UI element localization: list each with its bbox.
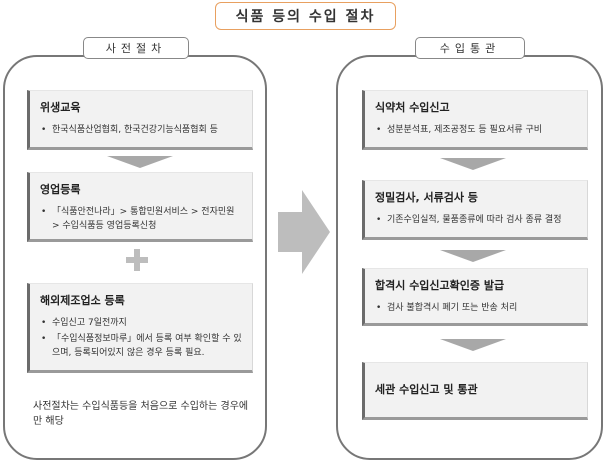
box-title: 해외제조업소 등록 xyxy=(40,294,125,307)
inspection-box: 정밀검사, 서류검사 등 기존수입실적, 물품종류에 따라 검사 종류 결정 xyxy=(362,180,588,240)
hygiene-education-box: 위생교육 한국식품산업협회, 한국건강기능식품협회 등 xyxy=(27,90,253,150)
box-title: 영업등록 xyxy=(40,183,81,196)
box-title: 식약처 수입신고 xyxy=(375,101,450,114)
box-title: 정밀검사, 서류검사 등 xyxy=(375,191,478,204)
box-bullet: 성분분석표, 제조공정도 등 필요서류 구비 xyxy=(375,123,577,137)
pre-procedure-note: 사전절차는 수입식품등을 처음으로 수입하는 경우에만 해당 xyxy=(33,401,249,427)
box-title: 위생교육 xyxy=(40,101,81,114)
box-bullet: 기존수입실적, 물품종류에 따라 검사 종류 결정 xyxy=(375,213,577,227)
page-title: 식품 등의 수입 절차 xyxy=(215,2,396,30)
down-arrow-icon xyxy=(107,156,173,168)
customs-clearance-box: 세관 수입신고 및 통관 xyxy=(362,362,588,420)
box-bullet: 수입신고 7일전까지 xyxy=(40,316,242,330)
down-arrow-icon xyxy=(440,158,506,170)
right-arrow-icon xyxy=(278,190,330,274)
box-title: 합격시 수입신고확인증 발급 xyxy=(375,279,505,292)
down-arrow-icon xyxy=(440,250,506,262)
box-title: 세관 수입신고 및 통관 xyxy=(375,383,478,396)
import-clearance-label: 수입통관 xyxy=(415,37,525,59)
import-declaration-box: 식약처 수입신고 성분분석표, 제조공정도 등 필요서류 구비 xyxy=(362,90,588,150)
box-bullet: 「식품안전나라」> 통합민원서비스 > 전자민원 > 수입식품등 영업등록신청 xyxy=(40,205,242,233)
plus-icon xyxy=(126,249,148,271)
box-bullet: 검사 불합격시 폐기 또는 반송 처리 xyxy=(375,301,577,315)
down-arrow-icon xyxy=(440,339,506,351)
certificate-issue-box: 합격시 수입신고확인증 발급 검사 불합격시 폐기 또는 반송 처리 xyxy=(362,268,588,326)
pre-procedure-label: 사전절차 xyxy=(83,37,189,59)
box-bullet: 한국식품산업협회, 한국건강기능식품협회 등 xyxy=(40,123,242,137)
box-bullet: 「수입식품정보마루」에서 등록 여부 확인할 수 있으며, 등록되어있지 않은 … xyxy=(40,332,242,360)
business-registration-box: 영업등록 「식품안전나라」> 통합민원서비스 > 전자민원 > 수입식품등 영업… xyxy=(27,172,253,242)
foreign-facility-registration-box: 해외제조업소 등록 수입신고 7일전까지 「수입식품정보마루」에서 등록 여부 … xyxy=(27,283,253,373)
